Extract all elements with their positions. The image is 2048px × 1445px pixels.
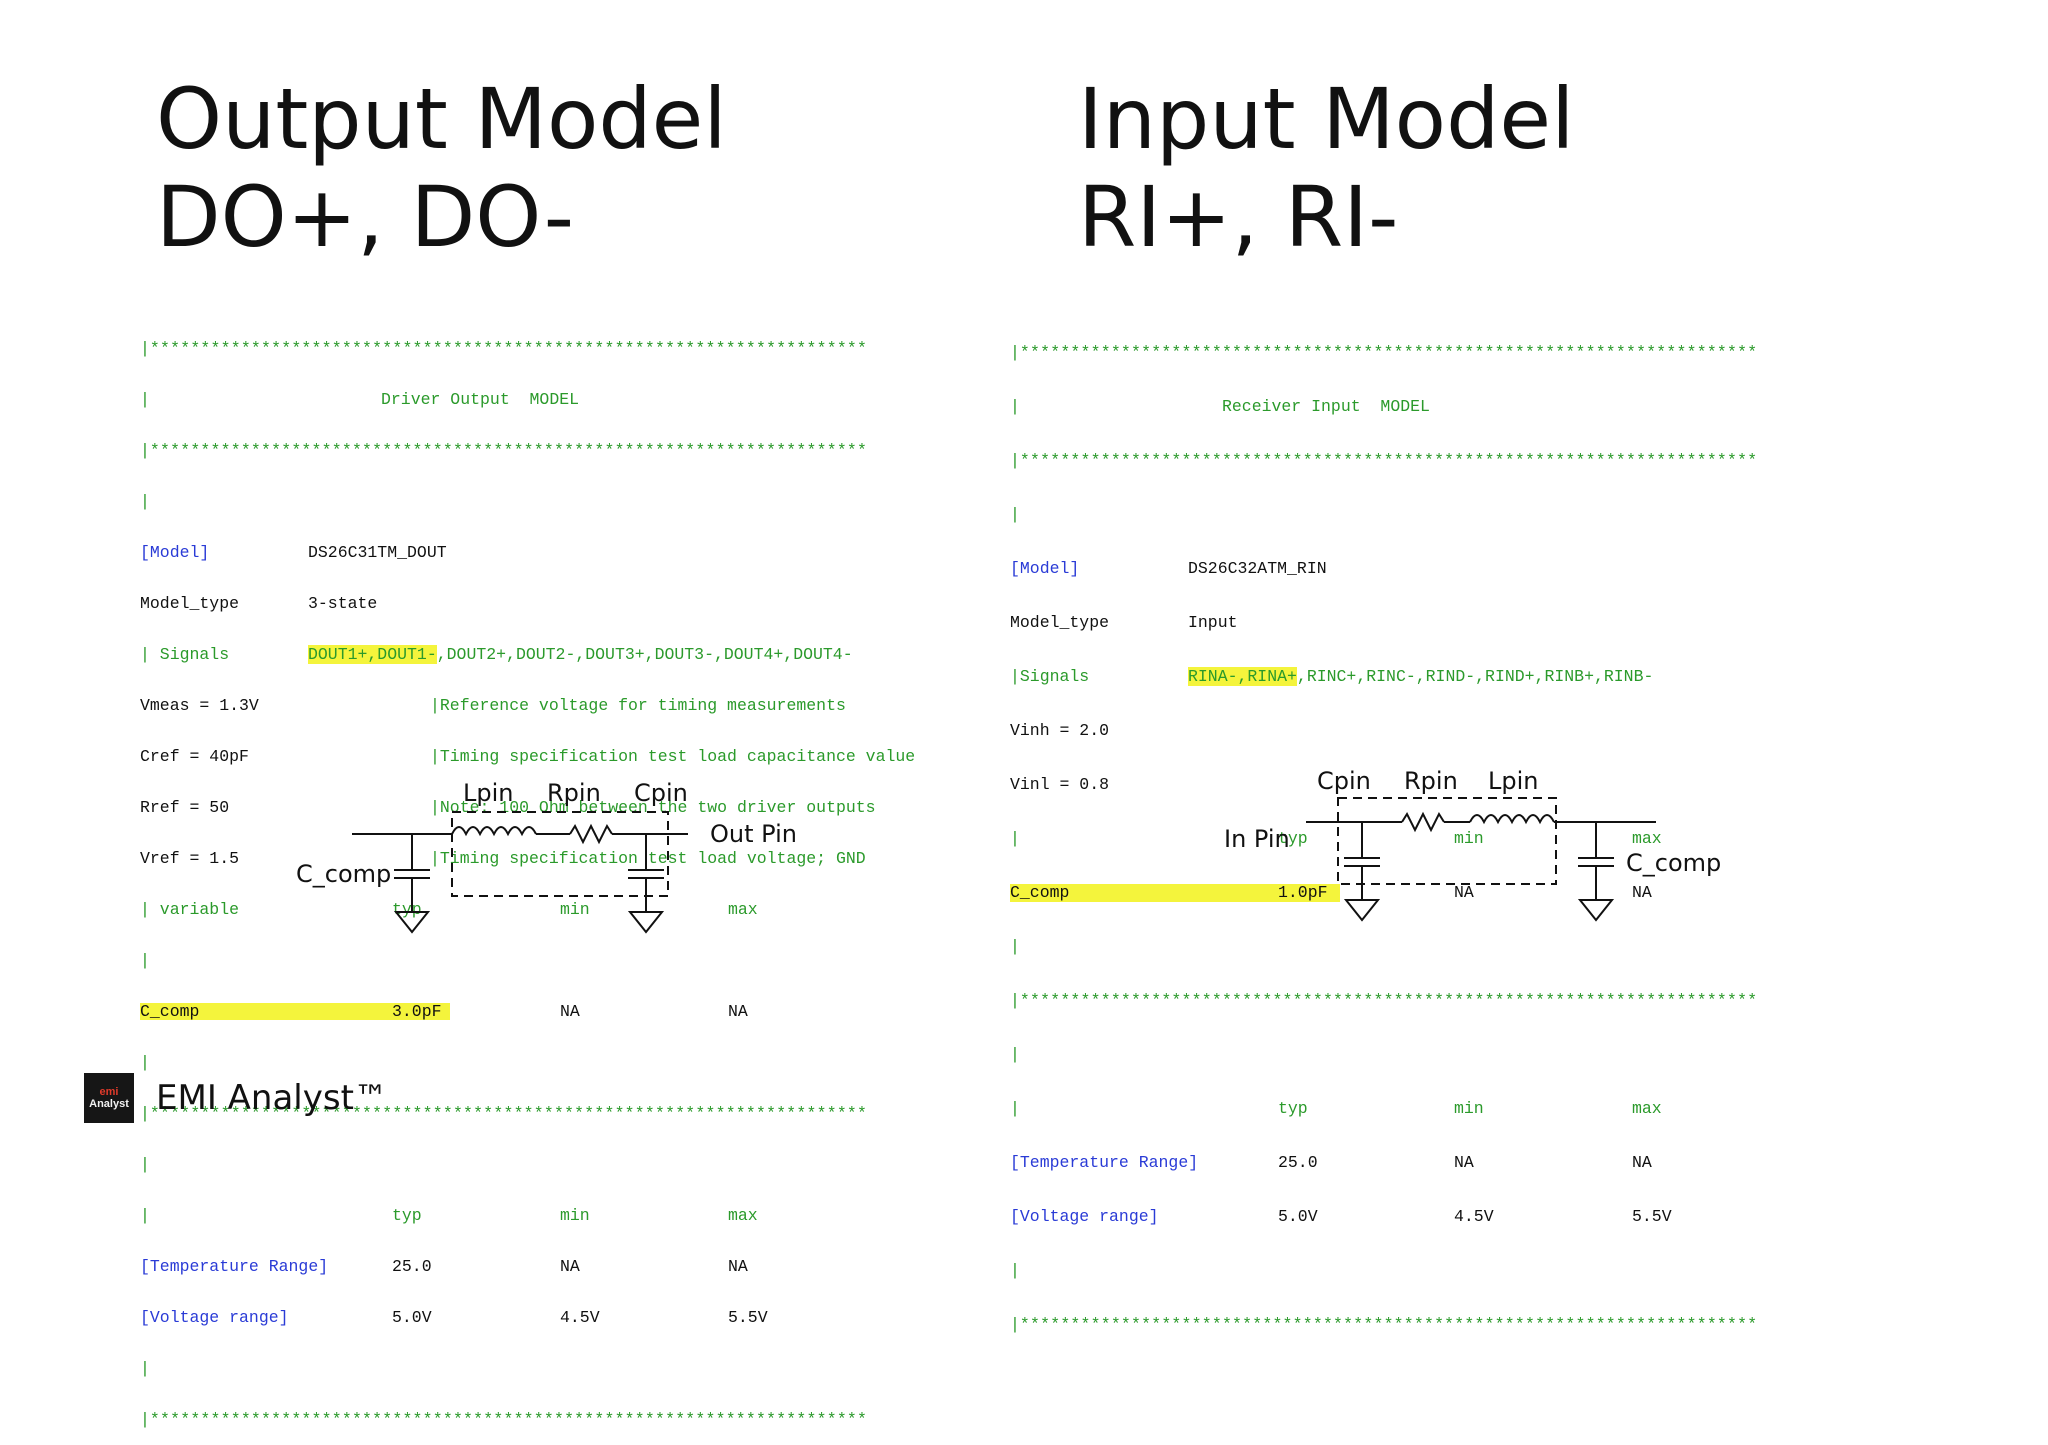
col-typ: typ bbox=[1278, 1099, 1308, 1118]
temperature-range-key: [Temperature Range] bbox=[1010, 1153, 1199, 1172]
temp-typ: 25.0 bbox=[1278, 1153, 1318, 1172]
input-model-heading: Receiver Input MODEL bbox=[1222, 397, 1430, 416]
brand-name: EMI Analyst™ bbox=[156, 1078, 388, 1118]
stars-divider: ****************************************… bbox=[149, 1104, 868, 1123]
signals-key: | Signals bbox=[140, 645, 230, 664]
model-type-key: Model_type bbox=[140, 594, 240, 613]
model-name: DS26C32ATM_RIN bbox=[1188, 559, 1327, 578]
vmeas: Vmeas = 1.3V bbox=[140, 696, 259, 715]
ccomp-label: C_comp bbox=[1626, 849, 1721, 877]
temperature-range-key: [Temperature Range] bbox=[140, 1257, 329, 1276]
input-title-line2: RI+, RI- bbox=[1078, 168, 1399, 266]
temp-min: NA bbox=[560, 1257, 580, 1276]
voltage-range-key: [Voltage range] bbox=[1010, 1207, 1159, 1226]
rpin-label: Rpin bbox=[1404, 767, 1458, 795]
stars-divider: ****************************************… bbox=[1019, 1315, 1758, 1334]
model-type-value: 3-state bbox=[308, 594, 378, 613]
col-typ: typ bbox=[1278, 829, 1308, 848]
note-vref: |Timing specification test load voltage;… bbox=[430, 849, 866, 868]
cref: Cref = 40pF bbox=[140, 747, 249, 766]
footer: emi Analyst EMI Analyst™ bbox=[84, 1073, 388, 1123]
volt-max: 5.5V bbox=[728, 1308, 768, 1327]
model-type-key: Model_type bbox=[1010, 613, 1110, 632]
lpin-label: Lpin bbox=[1488, 767, 1538, 795]
input-model-title: Input Model RI+, RI- bbox=[1078, 70, 1574, 266]
output-model-heading: Driver Output MODEL bbox=[381, 390, 580, 409]
volt-max: 5.5V bbox=[1632, 1207, 1672, 1226]
input-title-line1: Input Model bbox=[1078, 70, 1575, 168]
stars-divider: ****************************************… bbox=[149, 441, 868, 460]
ccomp-key: C_comp bbox=[1010, 883, 1070, 902]
vref: Vref = 1.5 bbox=[140, 849, 240, 868]
signals-rest: ,RINC+,RINC-,RIND-,RIND+,RINB+,RINB- bbox=[1296, 667, 1654, 686]
stars-divider: ****************************************… bbox=[1019, 343, 1758, 362]
col-min: min bbox=[560, 900, 590, 919]
col-min: min bbox=[560, 1206, 590, 1225]
volt-min: 4.5V bbox=[1454, 1207, 1494, 1226]
note-vmeas: |Reference voltage for timing measuremen… bbox=[430, 696, 846, 715]
logo-emi-text: emi bbox=[99, 1086, 119, 1098]
lpin-label: Lpin bbox=[463, 779, 513, 807]
volt-min: 4.5V bbox=[560, 1308, 600, 1327]
cpin-label: Cpin bbox=[634, 779, 688, 807]
temp-min: NA bbox=[1454, 1153, 1474, 1172]
in-pin-label: In Pin bbox=[1224, 825, 1290, 853]
stars-divider: ****************************************… bbox=[1019, 451, 1758, 470]
volt-typ: 5.0V bbox=[392, 1308, 432, 1327]
vinl: Vinl = 0.8 bbox=[1010, 775, 1110, 794]
output-title-line2: DO+, DO- bbox=[156, 168, 575, 266]
volt-typ: 5.0V bbox=[1278, 1207, 1318, 1226]
input-circuit-diagram: Cpin Rpin Lpin In Pin C_comp bbox=[1224, 767, 1721, 922]
ccomp-label: C_comp bbox=[296, 860, 391, 888]
ccomp-min: NA bbox=[1454, 883, 1474, 902]
out-pin-label: Out Pin bbox=[710, 820, 797, 848]
ccomp-max: NA bbox=[728, 1002, 748, 1021]
signals-highlighted: DOUT1+,DOUT1- bbox=[308, 645, 437, 664]
col-typ: typ bbox=[392, 1206, 422, 1225]
ccomp-max: NA bbox=[1632, 883, 1652, 902]
ccomp-min: NA bbox=[560, 1002, 580, 1021]
logo-analyst-text: Analyst bbox=[89, 1098, 129, 1110]
ccomp-typ: 3.0pF bbox=[392, 1002, 442, 1021]
emi-analyst-logo: emi Analyst bbox=[84, 1073, 134, 1123]
signals-highlighted: RINA-,RINA+ bbox=[1188, 667, 1297, 686]
model-name: DS26C31TM_DOUT bbox=[308, 543, 447, 562]
stars-divider: ****************************************… bbox=[1019, 991, 1758, 1010]
note-cref: |Timing specification test load capacita… bbox=[430, 747, 916, 766]
rref: Rref = 50 bbox=[140, 798, 230, 817]
rpin-label: Rpin bbox=[547, 779, 601, 807]
output-circuit-diagram: Lpin Rpin Cpin Out Pin C_comp bbox=[296, 779, 797, 934]
model-keyword: [Model] bbox=[140, 543, 210, 562]
note-rref: |Note: 100 Ohm between the two driver ou… bbox=[430, 798, 876, 817]
voltage-range-key: [Voltage range] bbox=[140, 1308, 289, 1327]
col-max: max bbox=[1632, 1099, 1662, 1118]
col-max: max bbox=[728, 900, 758, 919]
stars-divider: ****************************************… bbox=[149, 1410, 868, 1429]
ccomp-typ: 1.0pF bbox=[1278, 883, 1328, 902]
temp-typ: 25.0 bbox=[392, 1257, 432, 1276]
ccomp-key: C_comp bbox=[140, 1002, 200, 1021]
stars-divider: ****************************************… bbox=[149, 339, 868, 358]
output-title-line1: Output Model bbox=[156, 70, 727, 168]
col-typ: typ bbox=[392, 900, 422, 919]
model-type-value: Input bbox=[1188, 613, 1238, 632]
temp-max: NA bbox=[1632, 1153, 1652, 1172]
temp-max: NA bbox=[728, 1257, 748, 1276]
col-min: min bbox=[1454, 829, 1484, 848]
variable-header: | variable bbox=[140, 900, 240, 919]
cpin-label: Cpin bbox=[1317, 767, 1371, 795]
output-model-title: Output Model DO+, DO- bbox=[156, 70, 727, 266]
col-min: min bbox=[1454, 1099, 1484, 1118]
signals-key: |Signals bbox=[1010, 667, 1090, 686]
model-keyword: [Model] bbox=[1010, 559, 1080, 578]
vinh: Vinh = 2.0 bbox=[1010, 721, 1110, 740]
signals-rest: ,DOUT2+,DOUT2-,DOUT3+,DOUT3-,DOUT4+,DOUT… bbox=[436, 645, 853, 664]
col-max: max bbox=[728, 1206, 758, 1225]
col-max: max bbox=[1632, 829, 1662, 848]
